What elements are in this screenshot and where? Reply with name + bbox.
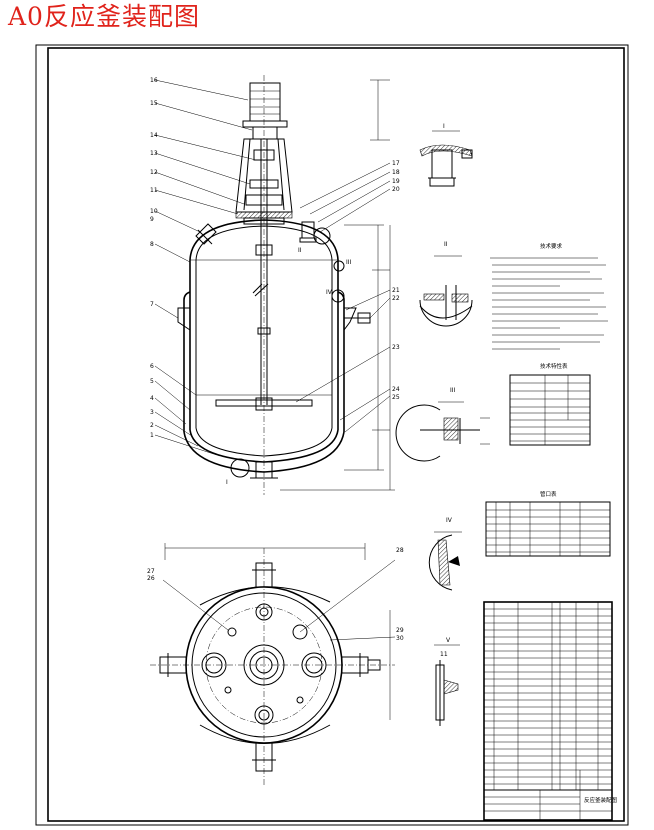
part-label-4: 4 [150,395,154,402]
part-label-11: 11 [150,187,158,194]
part-label-22: 22 [392,295,400,302]
part-label-10: 10 [150,208,158,215]
title-block-drawing-name: 反应釜装配图 [584,796,618,804]
part-label-7: 7 [150,301,154,308]
part-label-25: 25 [392,394,400,401]
drawing-frame-outer [35,44,629,826]
tech-requirements-title: 技术要求 [540,242,563,250]
design-data-table: 技术特性表 [509,362,591,446]
detail-view-IV: IV [428,517,462,591]
detail-view-III: III [395,387,490,462]
reactor-elevation-view [154,75,395,495]
part-label-20: 20 [392,186,400,193]
part-label-18: 18 [392,169,400,176]
reactor-plan-view [150,543,396,785]
detail-view-II: II [419,241,473,327]
part-label-8: 8 [150,241,154,248]
part-label-15: 15 [150,100,158,107]
detail-view-I: I [419,123,473,187]
part-label-5: 5 [150,378,154,385]
part-label-24: 24 [392,386,400,393]
page-title: A0反应釜装配图 [8,2,200,31]
drawing-frame-inner [47,47,625,822]
part-label-17: 17 [392,160,400,167]
view-label-III: III [346,259,352,266]
part-label-28: 28 [396,547,404,554]
detail-V-label: V [446,637,451,644]
part-label-21: 21 [392,287,400,294]
part-label-26: 26 [147,575,155,582]
detail-V-part-11: 11 [440,651,448,658]
part-label-19: 19 [392,178,400,185]
parts-list-and-title-block: 反应釜装配图 [483,601,618,821]
part-label-9: 9 [150,216,154,223]
technical-requirements: 技术要求 [490,242,608,350]
nozzle-table: 管口表 [485,490,611,557]
part-label-30: 30 [396,635,404,642]
part-label-3: 3 [150,409,154,416]
part-label-6: 6 [150,363,154,370]
view-label-I: I [226,479,228,486]
view-label-IV: IV [326,289,333,296]
part-label-2: 2 [150,422,154,429]
design-data-title: 技术特性表 [540,362,568,370]
part-label-13: 13 [150,150,158,157]
part-label-1: 1 [150,432,154,439]
detail-I-label: I [443,123,445,130]
part-label-12: 12 [150,169,158,176]
part-label-29: 29 [396,627,404,634]
detail-III-label: III [450,387,456,394]
plan-view-labels: 27 26 28 29 30 [147,547,404,642]
part-label-23: 23 [392,344,400,351]
part-label-27: 27 [147,568,155,575]
detail-IV-label: IV [446,517,453,524]
detail-view-V: V 11 [434,637,460,726]
view-label-II: II [298,247,302,254]
detail-II-label: II [444,241,448,248]
part-label-14: 14 [150,132,158,139]
nozzle-table-title: 管口表 [540,490,557,498]
part-number-labels: 16 15 14 13 12 11 10 9 8 7 6 5 4 3 2 1 1… [150,77,400,486]
part-label-16: 16 [150,77,158,84]
